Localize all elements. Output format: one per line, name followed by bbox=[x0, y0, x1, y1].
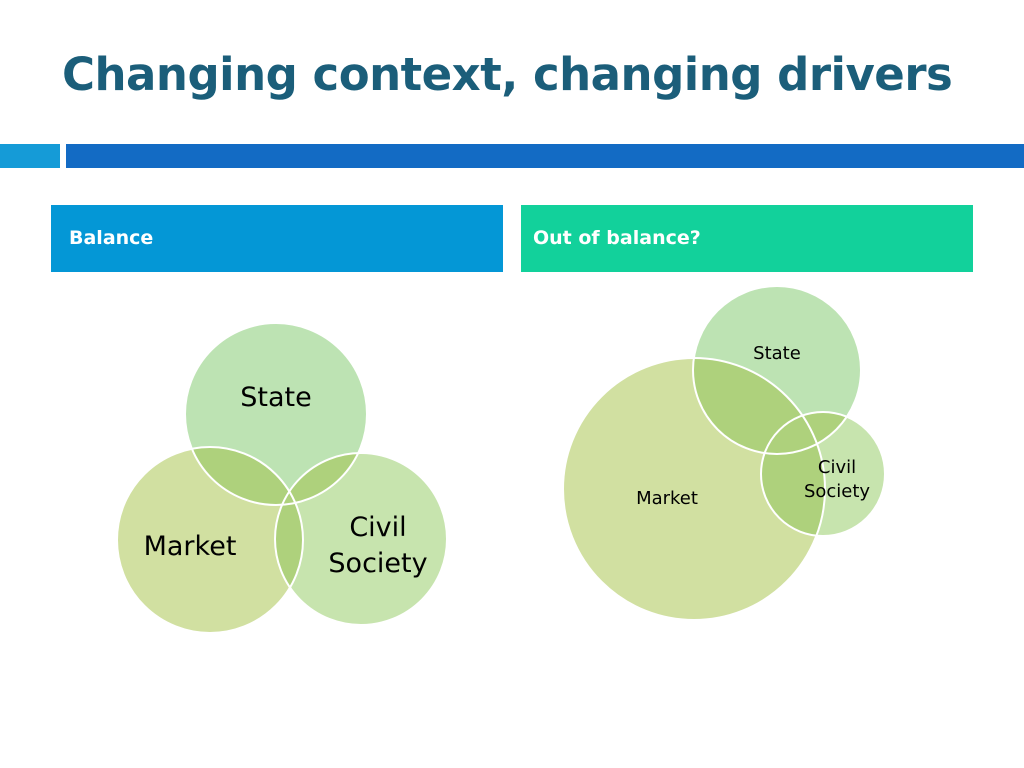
oob-state-market-overlap bbox=[693, 358, 825, 454]
oob-state-label: State bbox=[753, 343, 801, 364]
out-of-balance-venn: State Market Civil Society bbox=[562, 285, 886, 621]
accent-bar-left bbox=[0, 144, 60, 168]
balance-civil-society-circle bbox=[275, 453, 447, 625]
oob-market-civil-overlap bbox=[761, 412, 825, 536]
oob-market-label: Market bbox=[636, 488, 698, 509]
balance-venn: State Market Civil Society bbox=[116, 322, 448, 634]
out-of-balance-header: Out of balance? bbox=[521, 205, 973, 272]
balance-state-market-overlap bbox=[185, 447, 303, 505]
slide-title: Changing context, changing drivers bbox=[62, 48, 953, 101]
balance-market-label: Market bbox=[144, 531, 237, 562]
balance-civil-label-line1: Civil bbox=[349, 512, 406, 543]
balance-civil-label-line2: Society bbox=[328, 548, 427, 579]
balance-state-label: State bbox=[240, 382, 311, 413]
oob-civil-label-line1: Civil bbox=[818, 457, 856, 478]
accent-bar-right bbox=[66, 144, 1024, 168]
balance-header: Balance bbox=[51, 205, 503, 272]
oob-civil-label-line2: Society bbox=[804, 481, 870, 502]
